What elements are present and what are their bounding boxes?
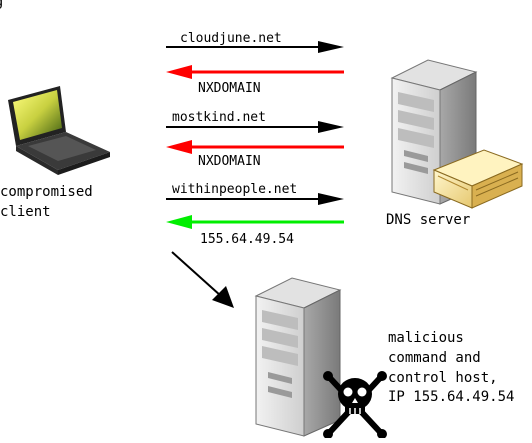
response-1-arrow [166,65,344,79]
cnc-label-line2: command and [388,350,481,366]
response-2-label: NXDOMAIN [198,154,261,169]
header-fragment: g [0,0,4,10]
client-label-line1: compromised [0,184,93,200]
cnc-label-line3: control host, [388,370,498,386]
database-icon [432,149,524,209]
cnc-label-line1: malicious [388,330,464,346]
query-3-domain: withinpeople.net [172,182,297,197]
skull-crossbones-icon [323,371,387,439]
laptop-icon [8,86,110,175]
dns-server-label: DNS server [386,212,470,228]
cnc-server-icon [254,277,342,437]
response-1-label: NXDOMAIN [198,81,261,96]
client-label-line2: client [0,204,51,220]
query-2-domain: mostkind.net [172,110,266,125]
response-3-arrow [166,215,344,229]
query-3-arrow [166,193,344,205]
connect-arrow [171,251,234,308]
cnc-label-line4: IP 155.64.49.54 [388,389,514,405]
query-2-arrow [166,121,344,133]
query-1-arrow [166,41,344,53]
response-3-label: 155.64.49.54 [200,232,294,247]
query-1-domain: cloudjune.net [180,31,282,46]
response-2-arrow [166,140,344,154]
